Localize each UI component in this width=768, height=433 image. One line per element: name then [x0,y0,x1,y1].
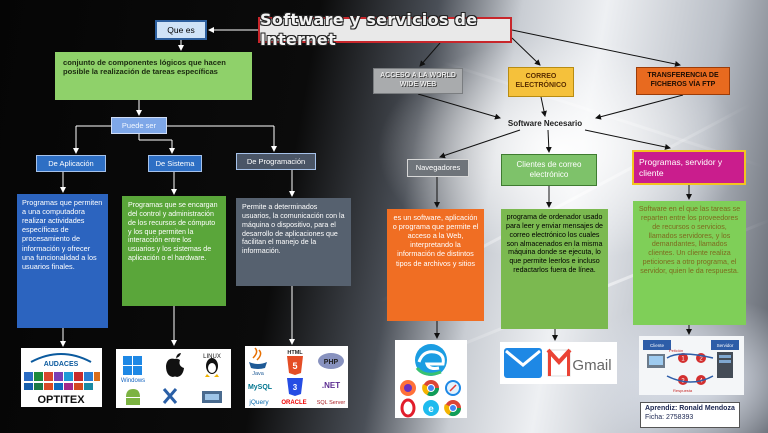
windows-icon [123,356,142,375]
audaces-logo: AUDACES [44,361,79,368]
sistema-logos-panel: Windows LINUX [116,349,231,408]
email-logos-panel: Gmail [500,342,617,384]
definition-box: conjunto de componentes lógicos que hace… [55,52,252,100]
gmail-logo-text: Gmail [572,357,611,374]
programacion-description: Permite a determinados usuarios, la comu… [236,198,351,286]
branch-programas-servidor-cliente: Programas, servidor y cliente [632,150,746,185]
programacion-logos-panel: Java HTML 5 PHP MySQL 3 .NET jQuery [245,346,348,408]
svg-text:4: 4 [699,379,703,385]
safari-icon [445,380,461,396]
branch-navegadores: Navegadores [407,159,469,177]
browsers-logos-panel: e [395,340,467,418]
svg-text:.NET: .NET [322,381,340,390]
que-es-label: Que es [155,20,207,40]
category-programacion: De Programación [236,153,316,170]
chrome-icon [422,380,440,397]
tools-icon [162,388,178,404]
optitex-logo: OPTITEX [37,394,85,406]
gmail-icon [546,348,572,377]
author-credit: Aprendiz: Ronald Mendoza Ficha: 2758393 [640,402,740,428]
svg-text:3: 3 [293,383,298,392]
svg-text:HTML: HTML [287,350,303,356]
svg-text:Cliente: Cliente [650,343,665,348]
apple-icon [166,353,184,377]
css3-icon: 3 [287,378,303,396]
email-logos-image: Gmail [504,348,612,378]
svg-text:e: e [428,404,434,415]
aplicacion-description: Programas que permiten a una computadora… [17,194,108,328]
svg-text:Servidor: Servidor [717,343,734,348]
svg-text:2: 2 [699,357,703,363]
jquery-logo: jQuery [248,399,269,406]
software-necesario-label: Software Necesario [507,119,583,128]
client-server-diagram-panel: Cliente Servidor 1 2 3 4 Petición Respue… [639,336,744,395]
windows-label: Windows [121,378,145,384]
dotnet-icon: .NET [322,381,340,390]
client-server-diagram: Cliente Servidor 1 2 3 4 Petición Respue… [643,340,739,393]
html5-icon: HTML 5 [287,350,303,375]
svg-text:Respuesta: Respuesta [673,388,693,393]
sqlserver-logo: SQL Server [317,400,346,406]
mysql-icon: MySQL [248,384,273,391]
svg-text:1: 1 [681,357,685,363]
branch-clientes-correo: Clientes de correo electrónico [501,154,597,186]
firmware-icon [202,391,222,403]
android-icon [126,389,140,405]
svg-text:Petición: Petición [669,348,683,353]
service-ftp: TRANSFERENCIA DE FICHEROS VÍA FTP [636,67,730,95]
app-logos-image: AUDACES OPTITEX [24,353,100,406]
system-logos-image: Windows LINUX [121,353,222,405]
service-correo: CORREO ELECTRÓNICO [508,67,574,97]
mail-icon [504,348,542,378]
chrome-icon [444,400,462,417]
clientes-correo-description: programa de ordenador usado para leer y … [501,209,608,329]
firefox-icon [400,380,416,396]
php-icon: PHP [318,353,344,369]
category-aplicacion: De Aplicación [36,155,106,172]
internet-explorer-icon: e [423,400,439,416]
svg-text:MySQL: MySQL [248,384,273,391]
aplicacion-logos-panel: AUDACES OPTITEX [21,348,102,407]
oracle-logo: ORACLE [281,400,306,406]
author-ficha: Ficha: 2758393 [645,413,694,421]
sistema-description: Programas que se encargan del control y … [122,196,226,306]
main-title: Software y servicios de Internet [258,10,512,49]
author-name: Aprendiz: Ronald Mendoza [645,405,735,412]
svg-text:LINUX: LINUX [203,354,221,360]
opera-icon [400,398,416,418]
navegadores-description: es un software, aplicación o programa qu… [387,209,484,321]
edge-icon [415,344,447,376]
svg-text:5: 5 [292,361,297,371]
svg-text:Java: Java [252,371,265,377]
programming-logos-image: Java HTML 5 PHP MySQL 3 .NET jQuery [248,347,346,406]
category-sistema: De Sistema [148,155,202,172]
servidor-cliente-description: Software en el que las tareas se reparte… [633,201,746,325]
linux-logo: LINUX [203,354,221,377]
browser-logos-image: e [400,344,462,418]
svg-text:PHP: PHP [324,359,339,366]
puede-ser-label: Puede ser [111,117,167,134]
service-www: ACCESO A LA WORLD WIDE WEB [373,68,463,94]
java-icon: Java [249,347,267,377]
